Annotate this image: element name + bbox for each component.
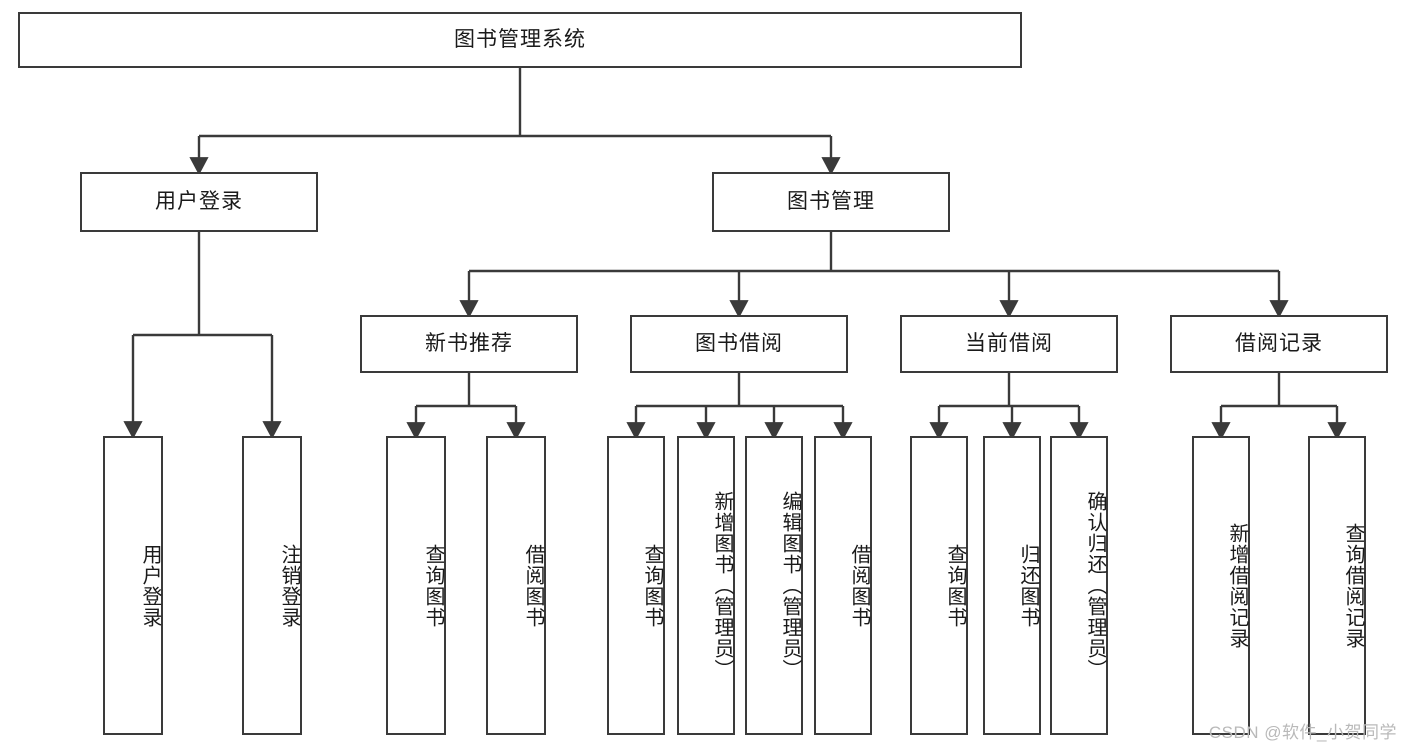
node-book-borrow[interactable]: 图书借阅	[630, 315, 848, 373]
node-book-management[interactable]: 图书管理	[712, 172, 950, 232]
leaf-label: 新增图书（管理员）	[711, 491, 733, 680]
leaf-logout[interactable]: 注销登录	[242, 436, 302, 735]
leaf-label: 借阅图书	[848, 543, 870, 628]
node-root[interactable]: 图书管理系统	[18, 12, 1022, 68]
leaf-label: 查询图书	[641, 543, 663, 628]
node-new-book-recommend[interactable]: 新书推荐	[360, 315, 578, 373]
leaf-label: 新增借阅记录	[1226, 522, 1248, 649]
leaf-label: 注销登录	[278, 543, 300, 628]
node-current-borrow[interactable]: 当前借阅	[900, 315, 1118, 373]
csdn-watermark: CSDN @软件_小贺同学	[1208, 723, 1397, 742]
leaf-label: 查询图书	[422, 543, 444, 628]
leaf-query-book-borrow[interactable]: 查询图书	[607, 436, 665, 735]
leaf-label: 确认归还（管理员）	[1084, 491, 1106, 680]
leaf-add-book-admin[interactable]: 新增图书（管理员）	[677, 436, 735, 735]
leaf-label: 编辑图书（管理员）	[779, 491, 801, 680]
leaf-query-book-current[interactable]: 查询图书	[910, 436, 968, 735]
leaf-add-borrow-record[interactable]: 新增借阅记录	[1192, 436, 1250, 735]
leaf-borrow-book-recommend[interactable]: 借阅图书	[486, 436, 546, 735]
leaf-label: 查询图书	[944, 543, 966, 628]
leaf-confirm-return-admin[interactable]: 确认归还（管理员）	[1050, 436, 1108, 735]
node-borrow-record[interactable]: 借阅记录	[1170, 315, 1388, 373]
leaf-user-login[interactable]: 用户登录	[103, 436, 163, 735]
leaf-return-book[interactable]: 归还图书	[983, 436, 1041, 735]
leaf-label: 借阅图书	[522, 543, 544, 628]
leaf-query-borrow-record[interactable]: 查询借阅记录	[1308, 436, 1366, 735]
node-user-login[interactable]: 用户登录	[80, 172, 318, 232]
leaf-label: 归还图书	[1017, 543, 1039, 628]
leaf-label: 用户登录	[139, 543, 161, 628]
leaf-label: 查询借阅记录	[1342, 522, 1364, 649]
leaf-query-book-recommend[interactable]: 查询图书	[386, 436, 446, 735]
leaf-edit-book-admin[interactable]: 编辑图书（管理员）	[745, 436, 803, 735]
leaf-borrow-book[interactable]: 借阅图书	[814, 436, 872, 735]
